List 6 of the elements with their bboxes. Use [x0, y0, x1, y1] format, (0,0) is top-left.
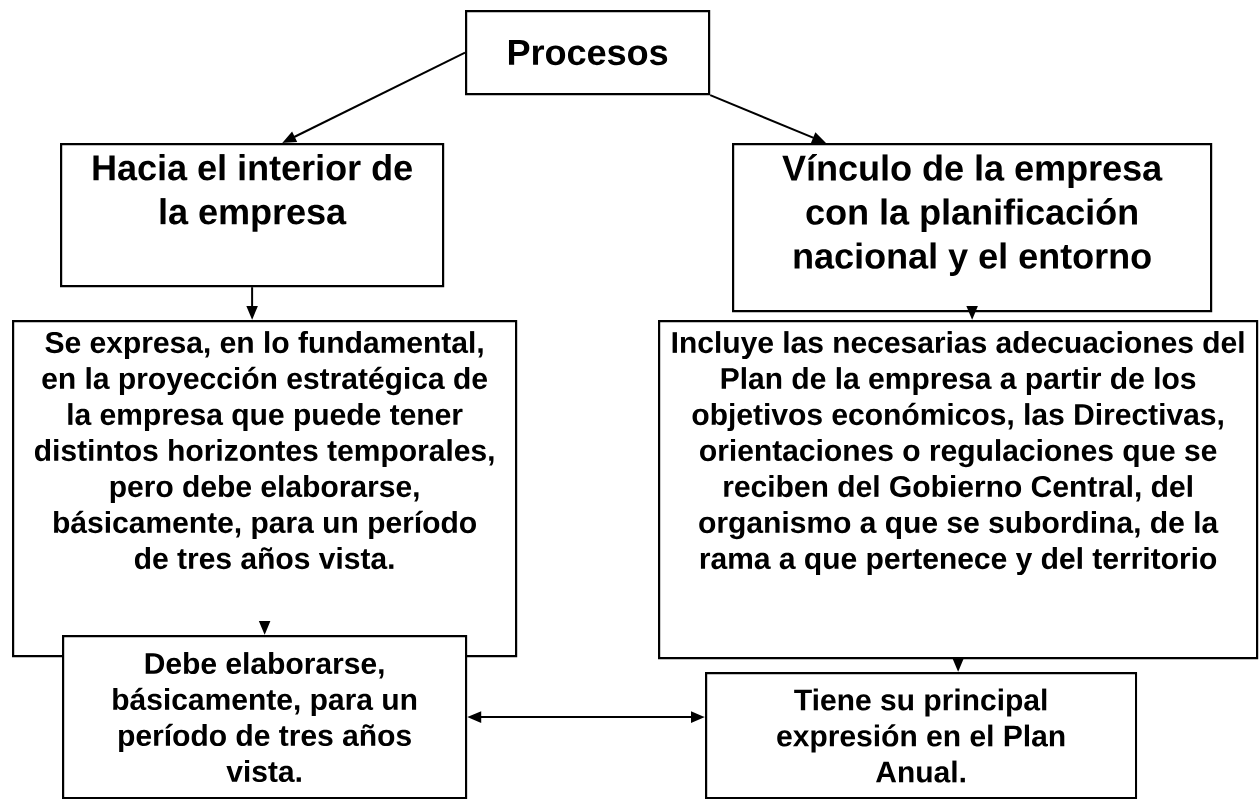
- process-box: Hacia el interior de la empresa: [60, 143, 445, 288]
- process-box: Debe elaborarse, básicamente, para un período de tres años vista.: [62, 635, 468, 799]
- process-box: Procesos: [465, 10, 711, 96]
- process-box: Vínculo de la empresa con la planificación nacional y el entorno: [732, 143, 1213, 313]
- process-box: Tiene su principal expresión en el Plan Anual.: [705, 672, 1138, 799]
- process-box: Incluye las necesarias adecuaciones del Plan de la empresa a partir de los objetivos económicos, las Directivas, orientaciones o regulaciones que se reciben del Gobierno Central, del organismo a que se subordina, de la rama a que pertenece y del territorio: [658, 320, 1259, 660]
